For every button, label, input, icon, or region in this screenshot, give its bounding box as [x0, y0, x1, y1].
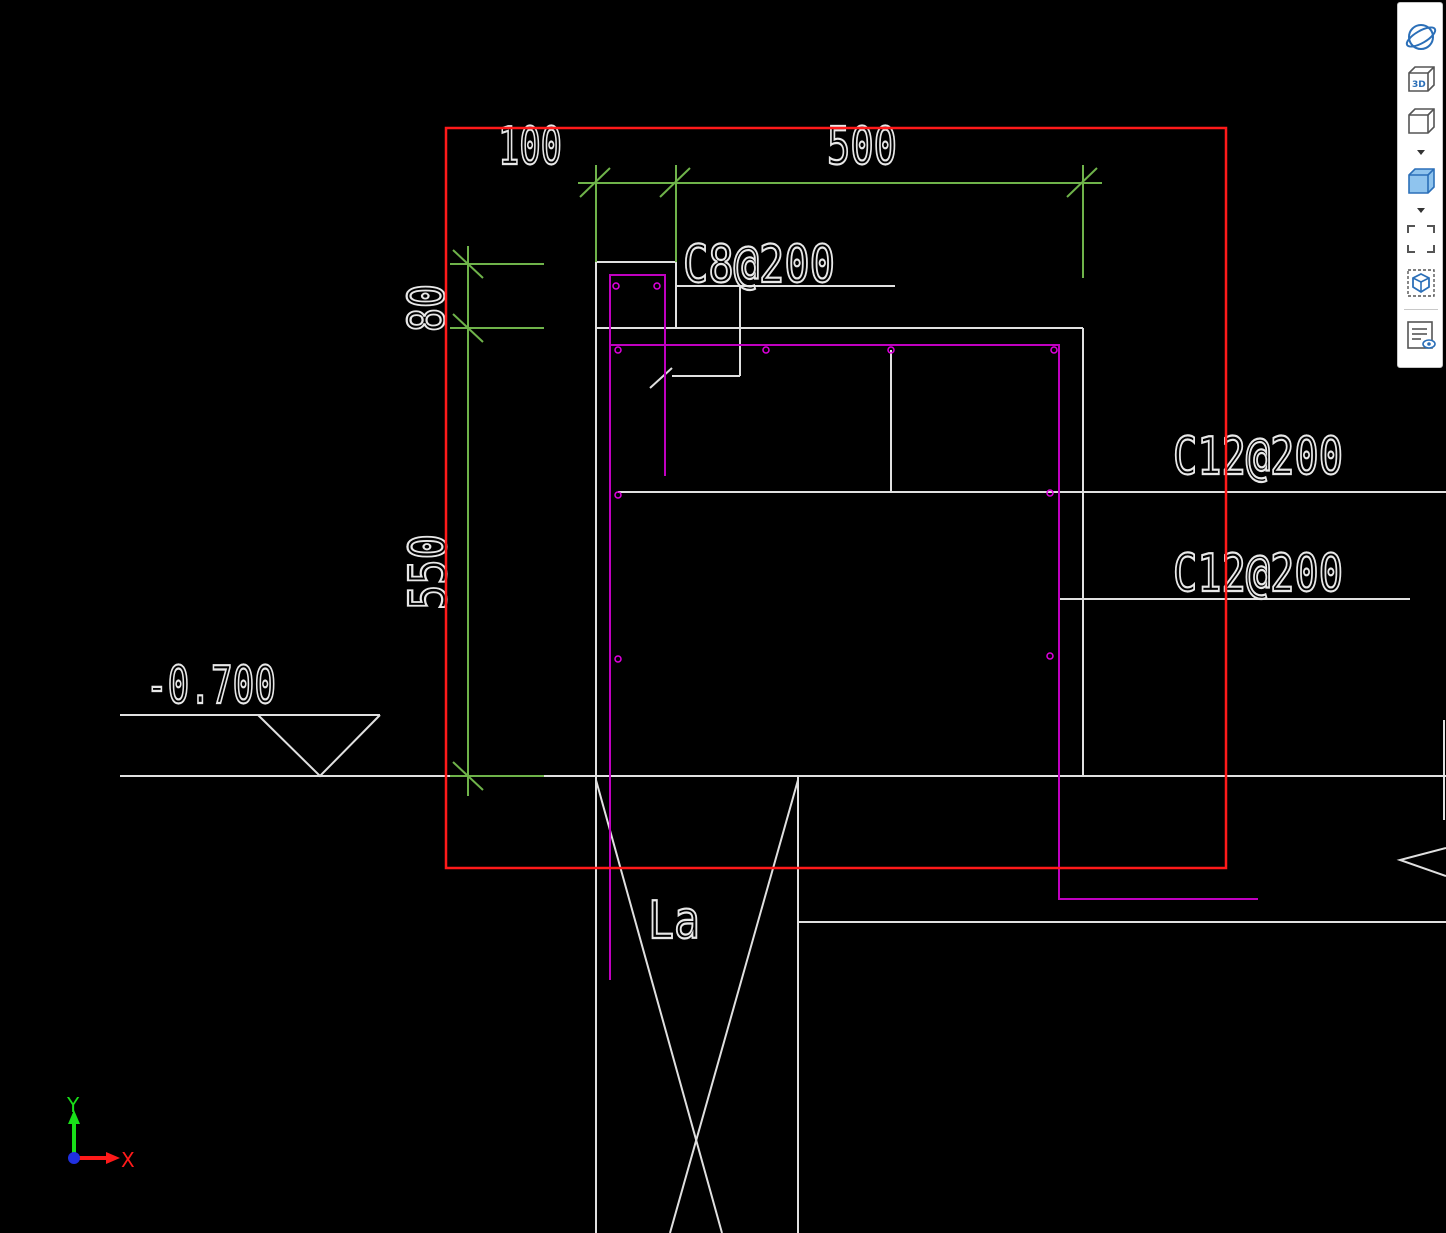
view-cube-dropdown-icon[interactable]: [1416, 149, 1426, 157]
rebar-label-1: C12@200: [1173, 427, 1343, 487]
svg-text:3D: 3D: [1412, 80, 1426, 90]
rebar-label-2: C12@200: [1173, 544, 1343, 604]
isolate-object-button[interactable]: [1403, 265, 1439, 301]
orbit-icon: [1405, 24, 1437, 50]
view-toolbar: 3D: [1397, 2, 1443, 368]
dimension-text-550: 550: [399, 534, 459, 610]
dimension-text-80: 80: [398, 284, 456, 332]
stirrup-label: C8@200: [683, 235, 835, 295]
elevation-label: -0.700: [146, 656, 276, 716]
properties-icon: [1407, 321, 1436, 349]
ucs-icon: Y X: [66, 1093, 135, 1172]
dimension-lines: [450, 165, 1102, 796]
dimension-text-500: 500: [827, 117, 897, 177]
toolbar-divider: [1404, 309, 1438, 310]
x-axis-label: X: [121, 1148, 135, 1172]
properties-button[interactable]: [1403, 317, 1439, 353]
rebar-points: [612, 282, 1058, 663]
dimension-text-100: 100: [498, 117, 562, 177]
view-cube-button[interactable]: [1403, 103, 1439, 139]
shaded-cube-icon: [1408, 168, 1435, 194]
view-3d-icon: 3D: [1408, 66, 1435, 92]
y-axis-label: Y: [66, 1093, 80, 1117]
isolate-object-icon: [1407, 269, 1435, 297]
view-3d-button[interactable]: 3D: [1403, 61, 1439, 97]
anchor-length-label: La: [648, 891, 700, 951]
shaded-cube-button[interactable]: [1403, 163, 1439, 199]
text-annotations: 100 500 80 550 C8@200 C12@200 C12@200 -0…: [145, 116, 1344, 952]
rebar-lines: [609, 274, 1258, 980]
view-cube-icon: [1408, 108, 1435, 134]
orbit-button[interactable]: [1403, 19, 1439, 55]
shaded-cube-dropdown-icon[interactable]: [1416, 207, 1426, 215]
zoom-extents-button[interactable]: [1403, 221, 1439, 257]
selection-box: [444, 126, 1228, 870]
zoom-extents-icon: [1407, 225, 1435, 253]
concrete-outline: [120, 261, 1446, 1233]
